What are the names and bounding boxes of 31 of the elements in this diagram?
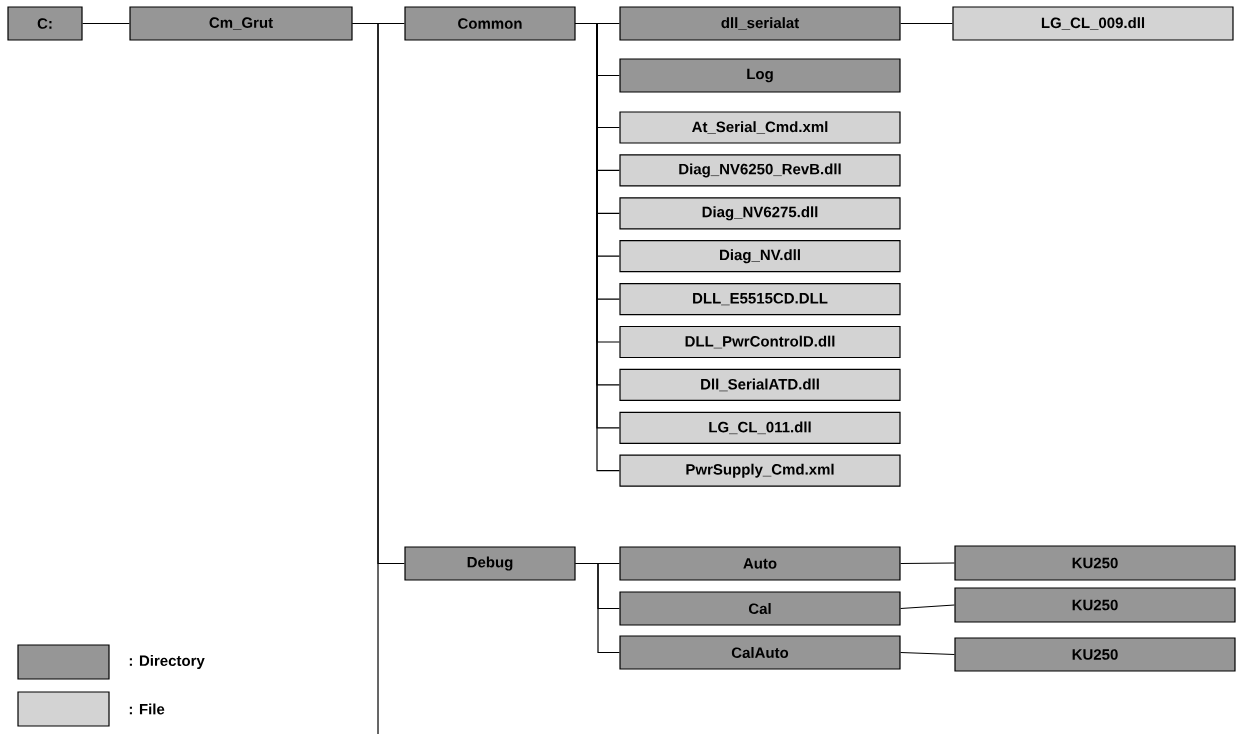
file-box: DLL_E5515CD.DLL (619, 283, 901, 316)
connector-line (900, 562, 955, 565)
directory-box: CalAuto (619, 635, 901, 670)
directory-box: Cm_Grut (129, 6, 353, 41)
file-box: Diag_NV6250_RevB.dll (619, 154, 901, 187)
file-box: At_Serial_Cmd.xml (619, 111, 901, 144)
file-box: LG_CL_009.dll (952, 6, 1234, 41)
file-box: Diag_NV.dll (619, 240, 901, 273)
connector-line (575, 562, 620, 654)
directory-box: KU250 (954, 587, 1236, 623)
file-box: LG_CL_011.dll (619, 411, 901, 444)
file-box: Diag_NV6275.dll (619, 197, 901, 230)
directory-box: Log (619, 58, 901, 93)
directory-box: Auto (619, 546, 901, 581)
directory-box: dll_serialat (619, 6, 901, 41)
directory-box: KU250 (954, 545, 1236, 581)
connector-line (900, 604, 955, 610)
directory-box: KU250 (954, 637, 1236, 672)
directory-box: Debug (404, 546, 576, 581)
connector-line (900, 22, 953, 25)
connector-line (82, 22, 130, 25)
directory-box: Cal (619, 591, 901, 626)
connector-line (352, 22, 379, 734)
legend-label: : Directory (129, 655, 205, 669)
directory-box: Common (404, 6, 576, 41)
file-box: PwrSupply_Cmd.xml (619, 454, 901, 487)
file-box: DLL_PwrControlD.dll (619, 325, 901, 359)
directory-box: C: (7, 6, 83, 41)
legend-label: : File (129, 703, 165, 715)
connector-line (900, 651, 955, 656)
file-box: Dll_SerialATD.dll (619, 368, 901, 401)
